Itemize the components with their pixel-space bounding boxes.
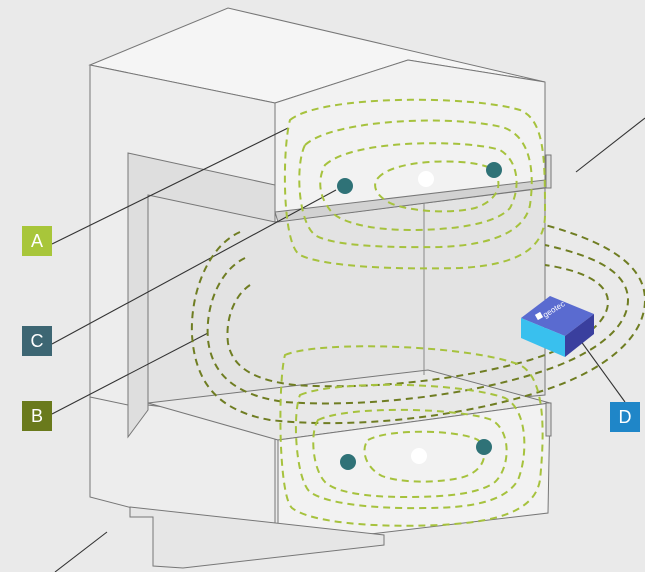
leader-line-bottom-left (54, 531, 108, 572)
leader-line-b (51, 332, 209, 415)
leader-line-a (51, 127, 289, 245)
sensor-upper-right (486, 162, 502, 178)
contour-lower-3 (312, 408, 508, 499)
label-b: B (22, 401, 52, 431)
sensor-upper-left (337, 178, 353, 194)
sensor-upper-center (418, 171, 434, 187)
contour-middle-1 (190, 224, 645, 425)
leader-line-c (51, 189, 337, 345)
geotec-device: geotec (521, 296, 594, 357)
contour-middle-3 (226, 264, 610, 388)
sensor-lower-right (476, 439, 492, 455)
label-a: A (22, 226, 52, 256)
lower-front-panel (277, 402, 551, 546)
contour-upper-2 (298, 119, 533, 249)
label-c: C (22, 326, 52, 356)
contour-upper-1 (283, 98, 547, 270)
contour-middle-2 (206, 244, 630, 405)
sensor-lower-left (340, 454, 356, 470)
contour-lower-4 (363, 430, 486, 483)
upper-hinge (545, 154, 552, 189)
contour-lower-1 (279, 345, 544, 527)
contour-lower-2 (294, 383, 526, 510)
lower-hinge (545, 402, 552, 437)
leader-line-d (574, 332, 626, 403)
leader-line-top-right (575, 117, 645, 173)
contour-upper-3 (319, 142, 518, 232)
base-block (129, 506, 385, 569)
label-d: D (610, 402, 640, 432)
sensor-lower-center (411, 448, 427, 464)
